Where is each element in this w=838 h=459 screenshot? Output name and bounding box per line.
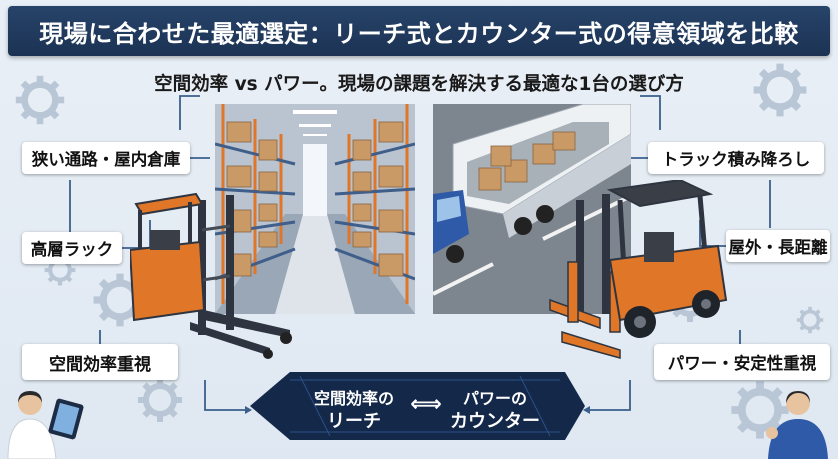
person-icon	[766, 391, 828, 459]
page-title: 現場に合わせた最適選定：リーチ式とカウンター式の得意領域を比較	[39, 19, 799, 48]
label-power-stability: パワー・安定性重視	[654, 344, 830, 380]
label-outdoor-long-distance: 屋外・長距離	[726, 230, 830, 262]
label-narrow-aisle: 狭い通路・屋内倉庫	[22, 142, 190, 174]
double-arrow-icon: ⟺	[410, 392, 442, 417]
truck-illustration	[433, 104, 631, 314]
person-icon	[7, 391, 84, 459]
warehouse-aisle-image	[215, 104, 415, 314]
arrow-right-line1: パワーの	[462, 389, 527, 408]
warehouse-illustration	[215, 104, 415, 314]
arrow-left-line1: 空間効率の	[313, 389, 394, 408]
tablet-icon	[48, 398, 84, 440]
counterbalance-forklift-icon	[549, 180, 728, 359]
reach-forklift-icon	[130, 192, 292, 359]
page-subtitle: 空間効率 vs パワー。現場の課題を解決する最適な1台の選び方	[154, 74, 684, 95]
truck-loading-image	[433, 104, 631, 314]
title-banner: 現場に合わせた最適選定：リーチ式とカウンター式の得意領域を比較	[8, 6, 830, 56]
arrow-left-line2: リーチ	[327, 411, 381, 432]
arrow-right-line2: カウンター	[450, 411, 540, 432]
label-space-priority: 空間効率重視	[22, 344, 178, 380]
label-high-rack: 高層ラック	[22, 232, 122, 264]
label-truck-loading: トラック積み降ろし	[648, 142, 824, 174]
